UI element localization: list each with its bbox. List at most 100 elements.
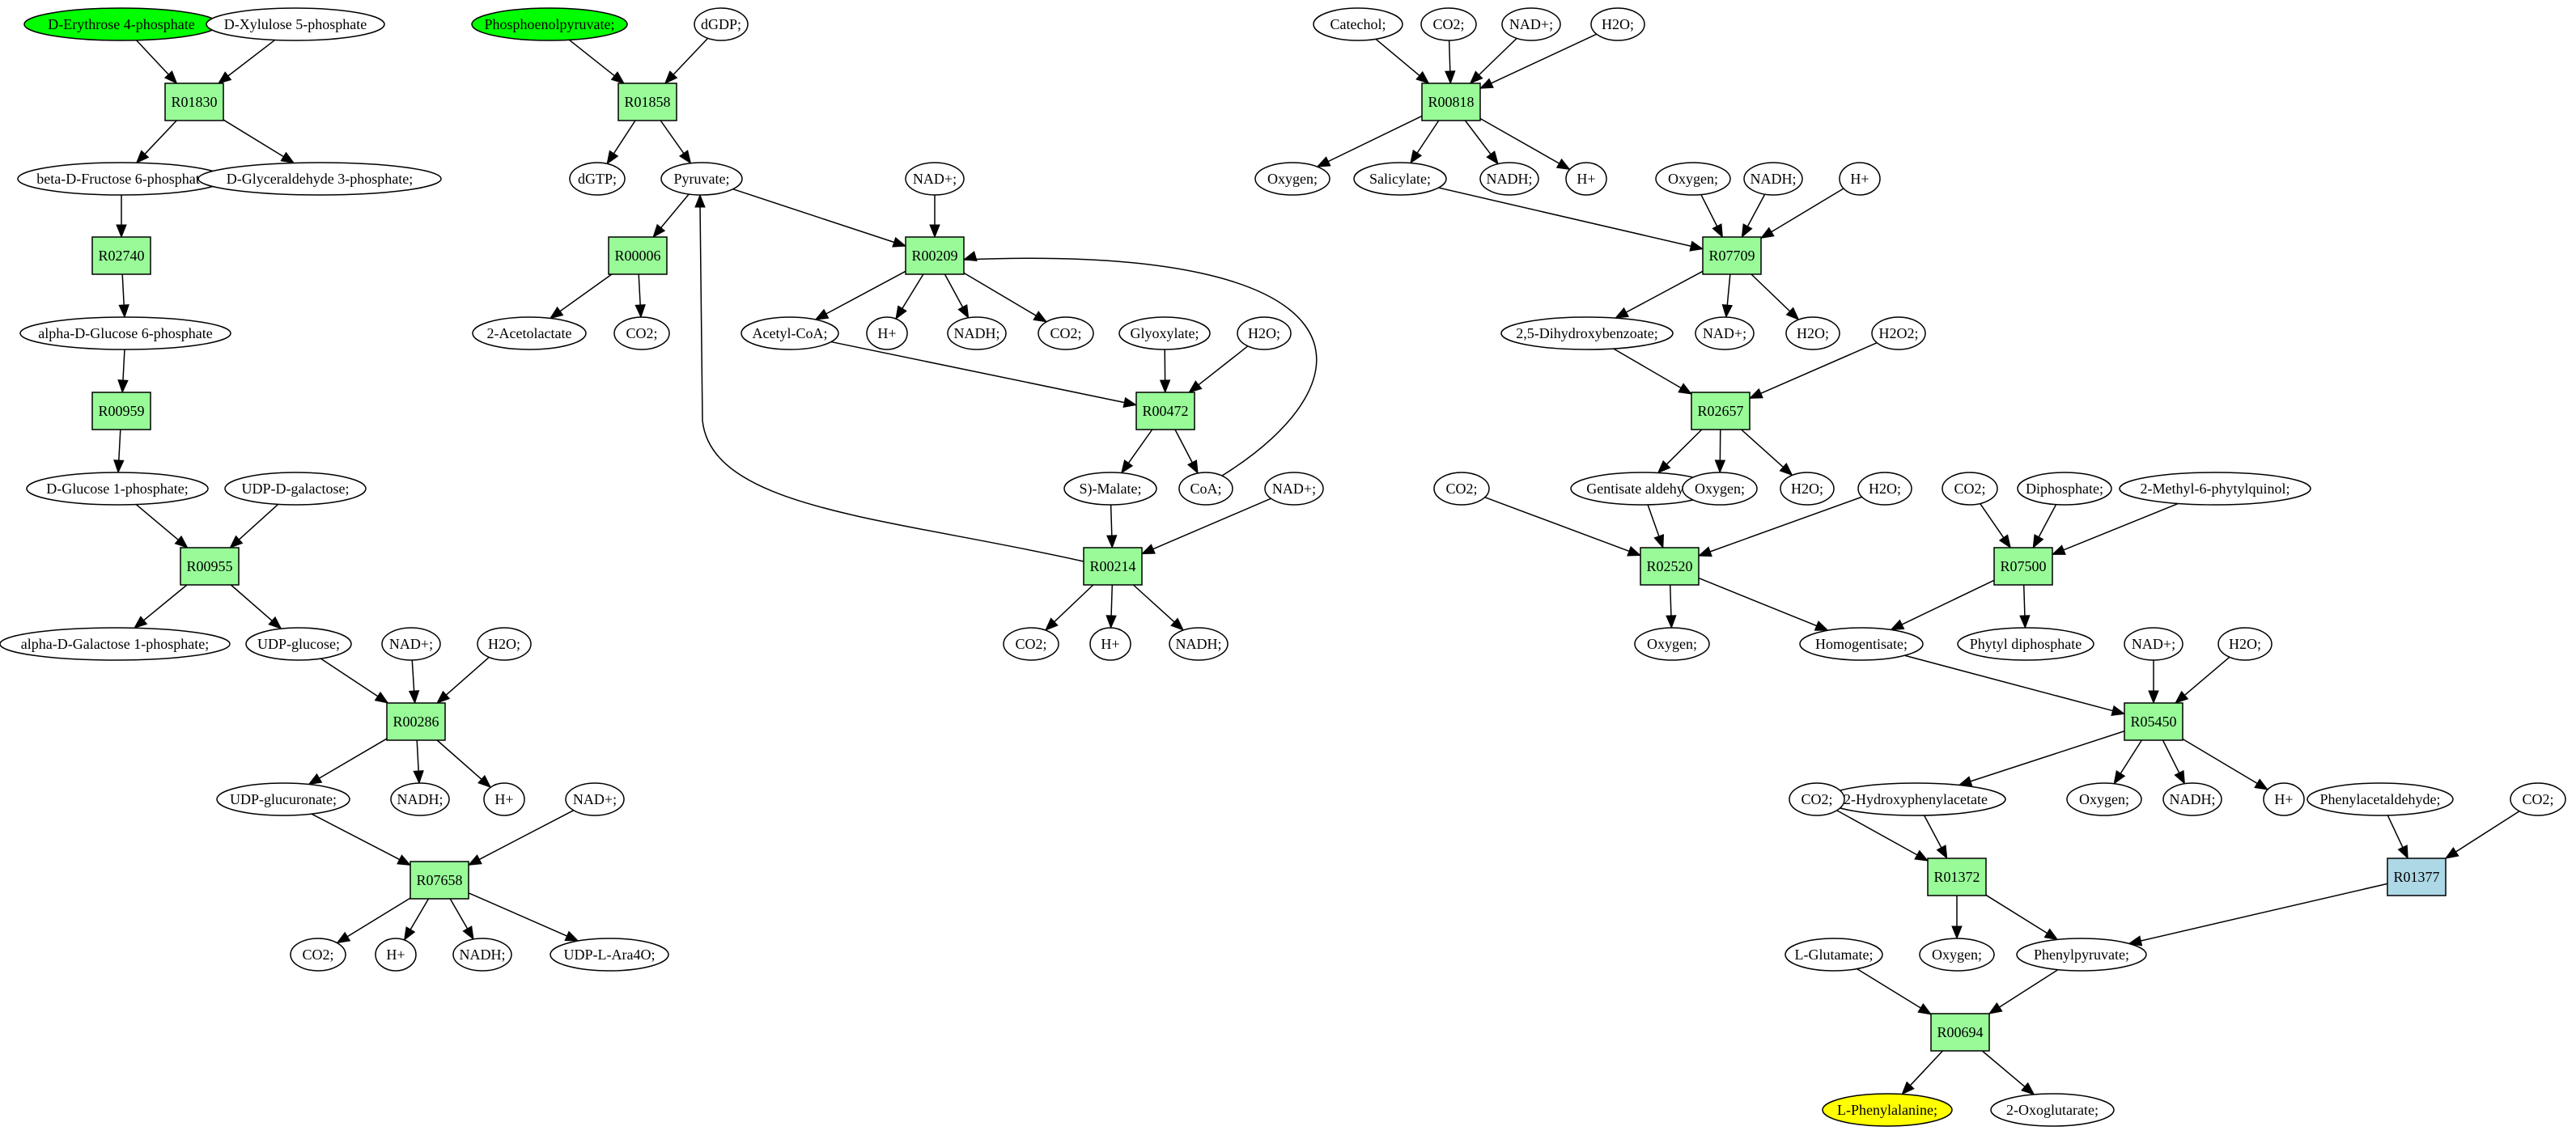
compound-node-c_nad_a[interactable]: NAD+;: [381, 627, 441, 661]
reaction-node-r_R05450[interactable]: R05450: [2124, 702, 2183, 741]
reaction-node-r_R00694[interactable]: R00694: [1930, 1013, 1990, 1052]
edge-c_h2o_f-to-r_R02520: [1697, 496, 1862, 557]
reaction-node-r_R01858[interactable]: R01858: [617, 83, 677, 121]
compound-node-c_h2o_e[interactable]: H2O;: [1780, 472, 1835, 506]
compound-node-c_co2_d[interactable]: CO2;: [1003, 627, 1059, 661]
compound-node-c_nadh_d[interactable]: NADH;: [1169, 627, 1229, 661]
edge-path: [320, 658, 380, 697]
compound-node-c_malate[interactable]: S)-Malate;: [1063, 472, 1157, 506]
compound-node-c_co2_c[interactable]: CO2;: [1038, 316, 1094, 350]
compound-node-c_mpq[interactable]: 2-Methyl-6-phytylquinol;: [2119, 472, 2311, 506]
reaction-node-r_R02520[interactable]: R02520: [1640, 547, 1700, 586]
compound-node-c_lphe[interactable]: L-Phenylalanine;: [1822, 1093, 1953, 1127]
compound-node-c_nad_c[interactable]: NAD+;: [905, 162, 965, 196]
compound-node-c_catechol[interactable]: Catechol;: [1313, 7, 1403, 41]
compound-node-c_nad_g[interactable]: NAD+;: [2124, 627, 2183, 661]
reaction-node-r_R01377[interactable]: R01377: [2387, 858, 2447, 896]
compound-node-c_h_e[interactable]: H+: [1565, 162, 1607, 196]
compound-node-c_h_d[interactable]: H+: [1089, 627, 1131, 661]
compound-node-c_dhb[interactable]: 2,5-Dihydroxybenzoate;: [1500, 316, 1674, 350]
reaction-node-r_R00214[interactable]: R00214: [1083, 547, 1143, 586]
compound-node-c_co2_a[interactable]: CO2;: [290, 938, 346, 972]
compound-node-c_h2o_g[interactable]: H2O;: [2217, 627, 2273, 661]
compound-node-c_x5p[interactable]: D-Xylulose 5-phosphate: [206, 7, 385, 41]
compound-node-c_h_c[interactable]: H+: [866, 316, 908, 350]
compound-node-c_2og[interactable]: 2-Oxoglutarate;: [1990, 1093, 2115, 1127]
compound-node-c_h_f[interactable]: H+: [1839, 162, 1881, 196]
compound-node-c_diphos[interactable]: Diphosphate;: [2017, 472, 2112, 506]
compound-node-c_nadh_g[interactable]: NADH;: [2162, 782, 2222, 816]
compound-node-c_co2_h[interactable]: CO2;: [1789, 782, 1845, 816]
compound-node-c_nadh_f[interactable]: NADH;: [1743, 162, 1803, 196]
compound-node-c_phacald[interactable]: Phenylacetaldehyde;: [2307, 782, 2454, 816]
compound-node-c_bf6p[interactable]: beta-D-Fructose 6-phosphate: [17, 162, 226, 196]
compound-node-c_h2o_d[interactable]: H2O;: [1785, 316, 1840, 350]
reaction-node-r_R00472[interactable]: R00472: [1135, 392, 1195, 430]
reaction-node-r_R00959[interactable]: R00959: [91, 392, 151, 430]
reaction-node-r_R02657[interactable]: R02657: [1691, 392, 1751, 430]
compound-node-c_nadh_c[interactable]: NADH;: [947, 316, 1007, 350]
compound-node-c_salicylate[interactable]: Salicylate;: [1353, 162, 1447, 196]
compound-node-c_glyox[interactable]: Glyoxylate;: [1118, 316, 1211, 350]
reaction-node-r_R00209[interactable]: R00209: [905, 236, 965, 275]
compound-node-c_pep[interactable]: Phosphoenolpyruvate;: [471, 7, 628, 41]
compound-node-c_h2o_c[interactable]: H2O;: [1590, 7, 1645, 41]
compound-node-c_h2o2[interactable]: H2O2;: [1871, 316, 1926, 350]
compound-node-c_homog[interactable]: Homogentisate;: [1799, 627, 1924, 661]
compound-node-c_acetolac[interactable]: 2-Acetolactate: [472, 316, 587, 350]
compound-node-c_nad_f[interactable]: NAD+;: [1695, 316, 1755, 350]
compound-node-c_pyr[interactable]: Pyruvate;: [660, 162, 743, 196]
compound-node-c_h_g[interactable]: H+: [2263, 782, 2305, 816]
reaction-node-r_R00955[interactable]: R00955: [180, 547, 240, 586]
compound-node-c_co2_g[interactable]: CO2;: [1942, 472, 1998, 506]
compound-node-c_h_a[interactable]: H+: [483, 782, 525, 816]
reaction-node-r_R02740[interactable]: R02740: [91, 236, 151, 275]
compound-node-c_h2o_f[interactable]: H2O;: [1857, 472, 1912, 506]
compound-node-c_nad_b[interactable]: NAD+;: [565, 782, 625, 816]
reaction-node-r_R00818[interactable]: R00818: [1421, 83, 1481, 121]
reaction-node-r_R01372[interactable]: R01372: [1927, 858, 1987, 896]
compound-node-c_coa[interactable]: CoA;: [1178, 472, 1233, 506]
reaction-node-r_R00006[interactable]: R00006: [608, 236, 668, 275]
reaction-node-r_R00286[interactable]: R00286: [386, 702, 446, 741]
reaction-node-r_R07500[interactable]: R07500: [1993, 547, 2053, 586]
compound-node-c_2hpa[interactable]: 2-Hydroxyphenylacetate: [1825, 782, 2006, 816]
compound-node-c_co2_f[interactable]: CO2;: [1433, 472, 1490, 506]
reaction-node-r_R07709[interactable]: R07709: [1702, 236, 1762, 275]
compound-node-c_oxy_e[interactable]: Oxygen;: [2066, 782, 2142, 816]
compound-node-c_h_b[interactable]: H+: [375, 938, 417, 972]
arrow-head: [1914, 849, 1929, 862]
compound-node-c_oxy_c[interactable]: Oxygen;: [1682, 472, 1758, 506]
compound-node-c_udpara[interactable]: UDP-L-Ara4O;: [550, 938, 669, 972]
compound-node-c_nad_d[interactable]: NAD+;: [1264, 472, 1324, 506]
compound-node-c_co2_e[interactable]: CO2;: [1420, 7, 1477, 41]
compound-node-c_udpglc[interactable]: UDP-glucose;: [245, 627, 352, 661]
compound-node-c_oxy_d[interactable]: Oxygen;: [1634, 627, 1710, 661]
compound-node-c_h2o_a[interactable]: H2O;: [477, 627, 532, 661]
compound-node-c_nadh_b[interactable]: NADH;: [452, 938, 512, 972]
compound-node-c_nadh_a[interactable]: NADH;: [390, 782, 450, 816]
compound-node-c_oxy_a[interactable]: Oxygen;: [1254, 162, 1330, 196]
compound-node-c_ag6p[interactable]: alpha-D-Glucose 6-phosphate: [19, 316, 231, 350]
compound-node-c_g1p[interactable]: D-Glucose 1-phosphate;: [26, 472, 209, 506]
compound-node-c_co2_b[interactable]: CO2;: [613, 316, 670, 350]
compound-node-c_dgtp[interactable]: dGTP;: [569, 162, 626, 196]
compound-node-c_udpgluc[interactable]: UDP-glucuronate;: [216, 782, 350, 816]
compound-node-c_oxy_f[interactable]: Oxygen;: [1919, 938, 1995, 972]
compound-node-c_oxy_b[interactable]: Oxygen;: [1655, 162, 1731, 196]
compound-node-c_h2o_b[interactable]: H2O;: [1237, 316, 1292, 350]
compound-node-c_dgdp[interactable]: dGDP;: [694, 7, 749, 41]
compound-node-c_nad_e[interactable]: NAD+;: [1501, 7, 1561, 41]
compound-node-c_phpyr[interactable]: Phenylpyruvate;: [2016, 938, 2147, 972]
compound-node-c_nadh_e[interactable]: NADH;: [1479, 162, 1539, 196]
compound-node-c_e4p[interactable]: D-Erythrose 4-phosphate: [23, 7, 219, 41]
compound-node-c_accoa[interactable]: Acetyl-CoA;: [741, 316, 839, 350]
reaction-node-r_R07658[interactable]: R07658: [410, 861, 469, 900]
compound-node-c_co2_i[interactable]: CO2;: [2510, 782, 2566, 816]
compound-node-c_lglu[interactable]: L-Glutamate;: [1785, 938, 1883, 972]
compound-node-c_agal1p[interactable]: alpha-D-Galactose 1-phosphate;: [0, 627, 231, 661]
compound-node-c_udpgal[interactable]: UDP-D-galactose;: [224, 472, 367, 506]
compound-node-c_g3p[interactable]: D-Glyceraldehyde 3-phosphate;: [197, 162, 442, 196]
compound-node-c_phytyl[interactable]: Phytyl diphosphate: [1957, 627, 2094, 661]
reaction-node-r_R01830[interactable]: R01830: [164, 83, 224, 121]
